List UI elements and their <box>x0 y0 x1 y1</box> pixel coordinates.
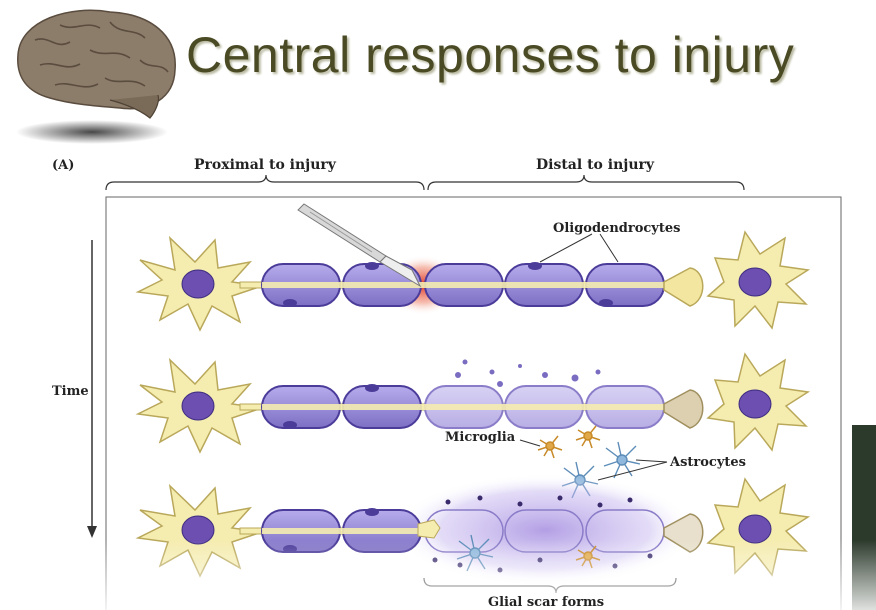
brain-icon <box>16 9 176 144</box>
distal-bracket <box>427 174 745 191</box>
oligodendrocytes-label: Oligodendrocytes <box>553 221 681 236</box>
background-bookshelf <box>852 425 876 610</box>
distal-label: Distal to injury <box>536 157 655 173</box>
row-2-degeneration <box>135 352 811 499</box>
row-3-glial-scar <box>135 474 811 594</box>
glial-scar-label: Glial scar forms <box>488 595 605 610</box>
time-label: Time <box>52 384 89 399</box>
time-arrow <box>87 240 97 538</box>
astrocytes-label: Astrocytes <box>670 455 746 470</box>
scalpel-icon <box>297 203 422 288</box>
proximal-bracket <box>105 174 425 191</box>
microglia-cells <box>537 425 601 459</box>
microglia-label: Microglia <box>445 430 516 445</box>
slide-title: Central responses to injury <box>186 27 795 83</box>
proximal-label: Proximal to injury <box>194 157 336 173</box>
figure-frame <box>105 196 842 610</box>
row-1-injury <box>135 230 811 332</box>
panel-letter: (A) <box>52 158 75 173</box>
